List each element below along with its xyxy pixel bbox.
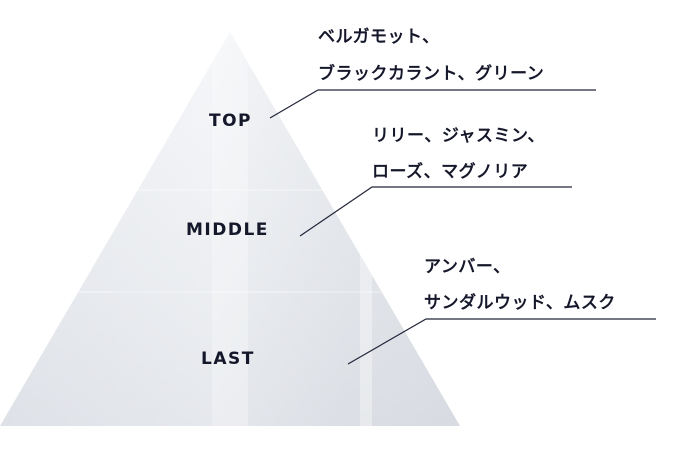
pyramid-shade [0,32,460,426]
last-notes-line-2: サンダルウッド、ムスク [424,293,616,313]
middle-notes-line-1: リリー、ジャスミン、 [372,126,545,146]
tier-label-last: LAST [201,349,255,369]
top-notes-line-1: ベルガモット、 [318,27,440,47]
pyramid-reflection-left [212,32,248,426]
tier-label-top: TOP [209,111,253,131]
leader-line-last [347,318,656,365]
tier-label-middle: MIDDLE [186,220,269,240]
pyramid-reflection-right [360,255,372,426]
leader-line-middle [299,186,572,237]
middle-notes-line-2: ローズ、マグノリア [372,162,529,182]
last-notes-line-1: アンバー、 [424,257,511,277]
leader-line-top [269,89,596,119]
top-notes-line-2: ブラックカラント、グリーン [318,64,545,84]
